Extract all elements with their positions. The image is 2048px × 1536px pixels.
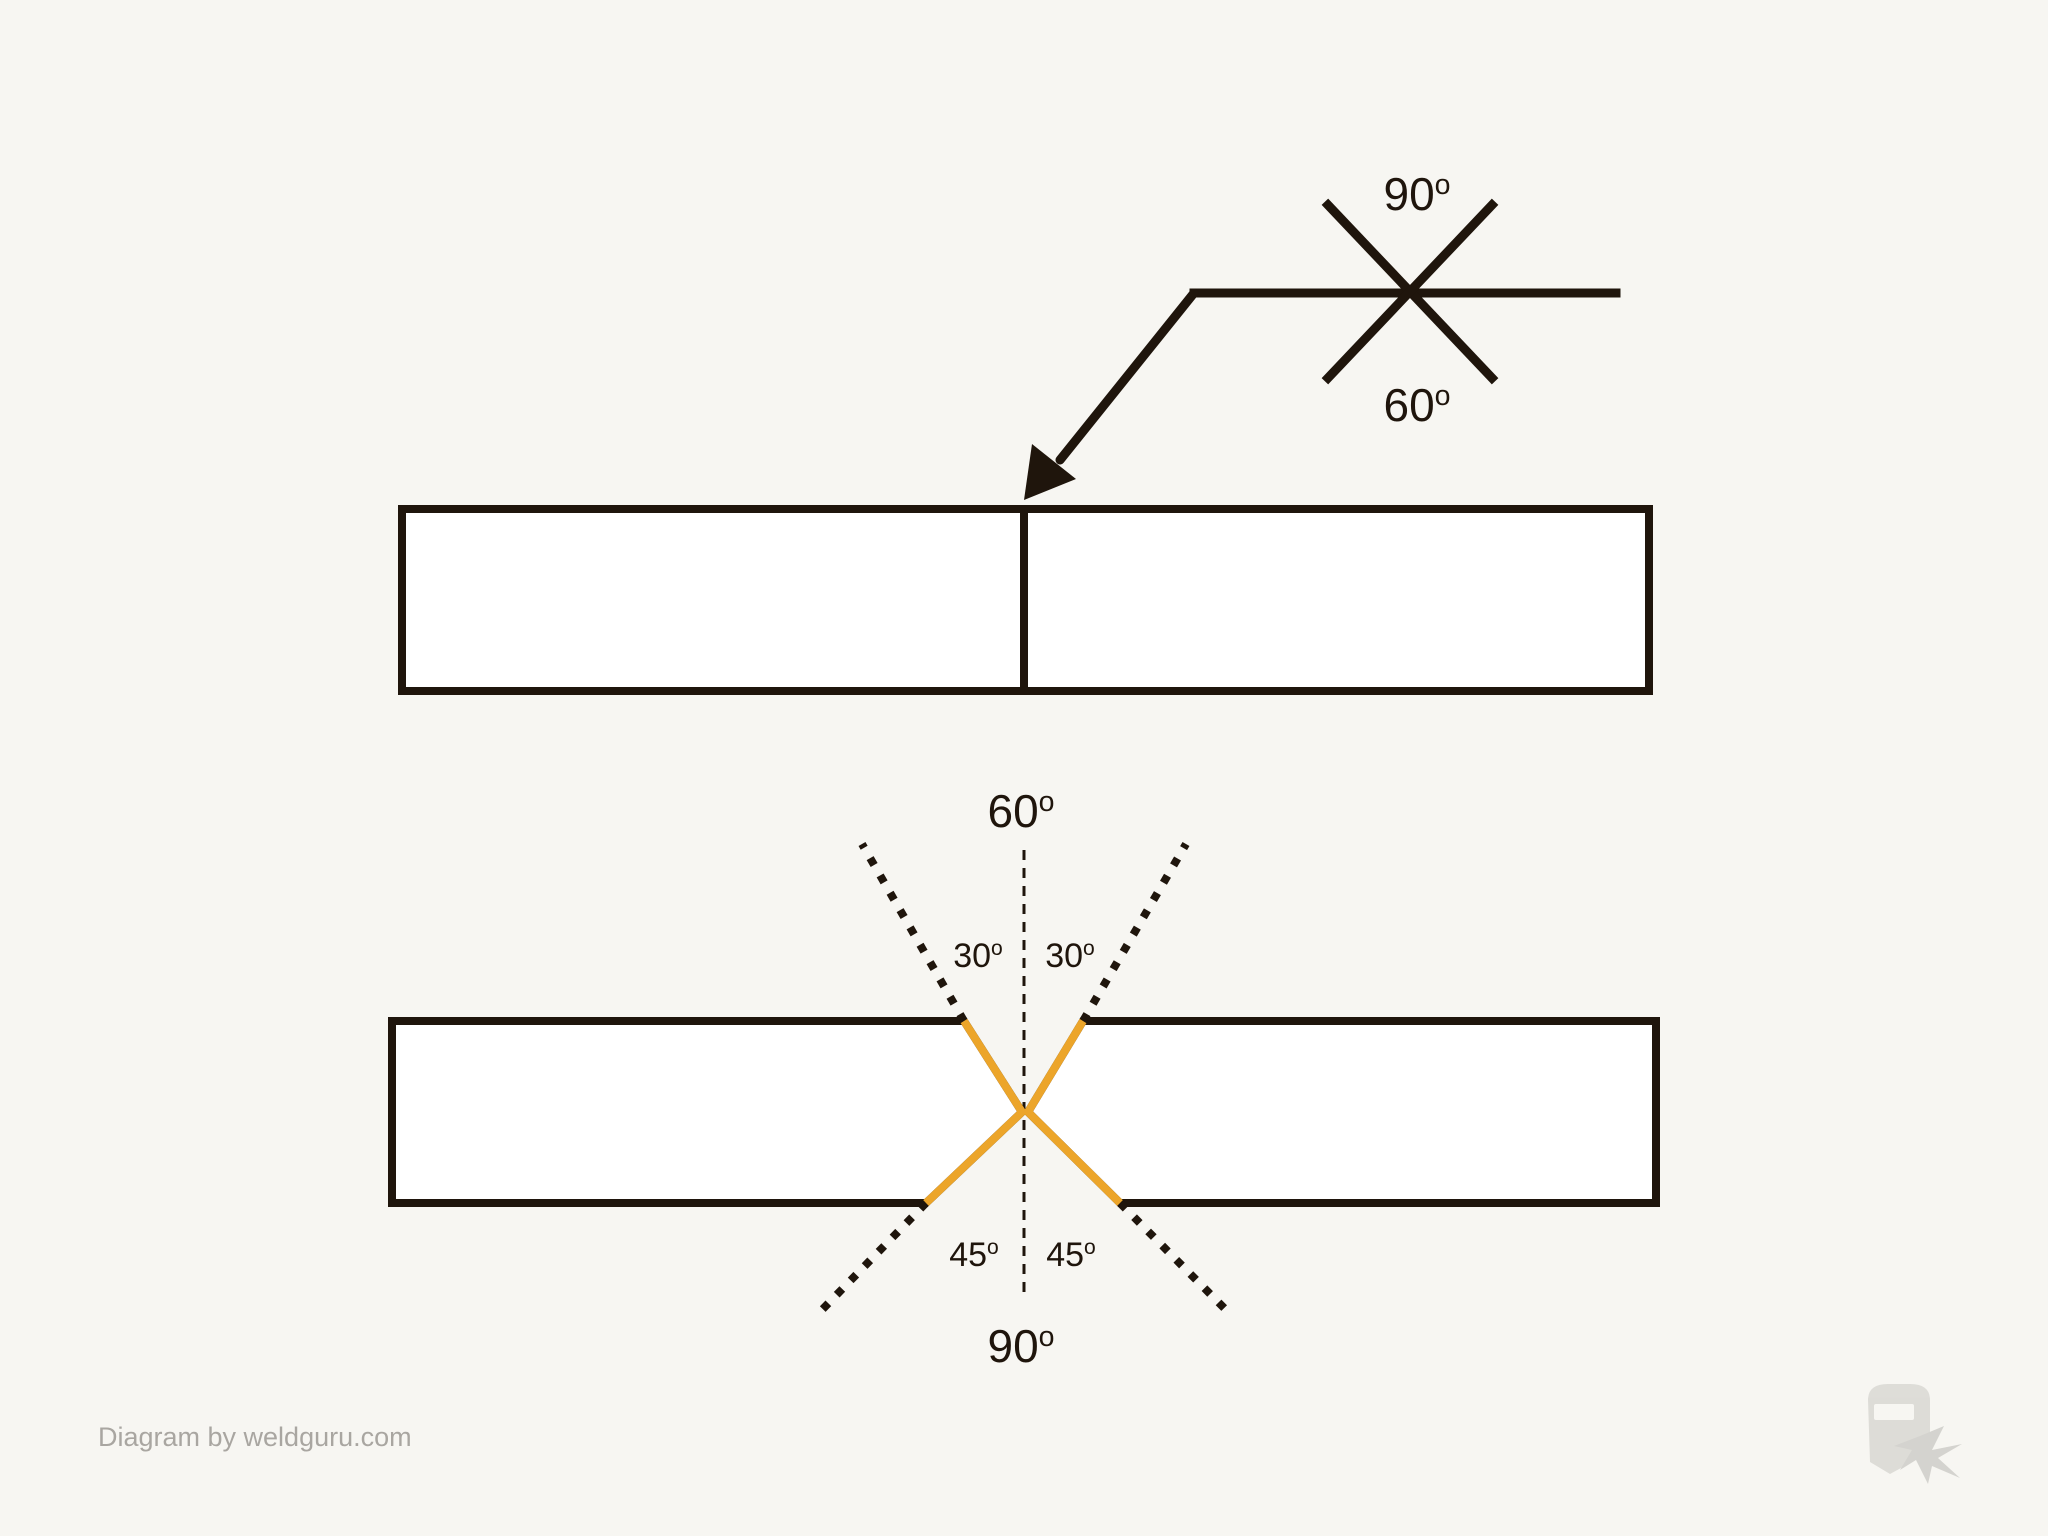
double-v-groove-joint: 60o 30o 30o 45o 45o 90o	[388, 785, 1660, 1372]
bevel-extension-top-left	[858, 842, 968, 1023]
bevel-face-right	[1022, 1018, 1123, 1206]
welding-helmet-spark-icon	[1868, 1384, 1962, 1484]
butt-joint-plates	[398, 505, 1653, 695]
arrowhead-icon	[1024, 444, 1076, 500]
bevel-extension-bottom-left	[813, 1200, 929, 1319]
arrow-side-angle-label: 60o	[1383, 379, 1450, 431]
bevel-extension-top-right	[1079, 841, 1190, 1024]
plate-right	[1020, 505, 1653, 695]
groove-symbol-stroke-2	[1321, 198, 1499, 385]
top-included-angle-label: 60o	[987, 785, 1054, 837]
bevel-face-left	[923, 1018, 1028, 1206]
beveled-plate-right	[1022, 1017, 1660, 1207]
plate-left	[398, 505, 1028, 695]
bottom-left-angle-label: 45o	[949, 1236, 999, 1274]
top-left-angle-label: 30o	[953, 937, 1003, 975]
weld-symbol: 90o 60o	[1024, 168, 1621, 500]
bottom-right-angle-label: 45o	[1046, 1236, 1096, 1274]
diagram-credit: Diagram by weldguru.com	[98, 1422, 412, 1452]
bevel-extension-bottom-right	[1117, 1200, 1235, 1319]
bottom-included-angle-label: 90o	[987, 1320, 1054, 1372]
leader-line	[1055, 288, 1199, 465]
beveled-plate-left	[388, 1017, 1028, 1207]
other-side-angle-label: 90o	[1383, 168, 1450, 220]
top-right-angle-label: 30o	[1045, 937, 1095, 975]
